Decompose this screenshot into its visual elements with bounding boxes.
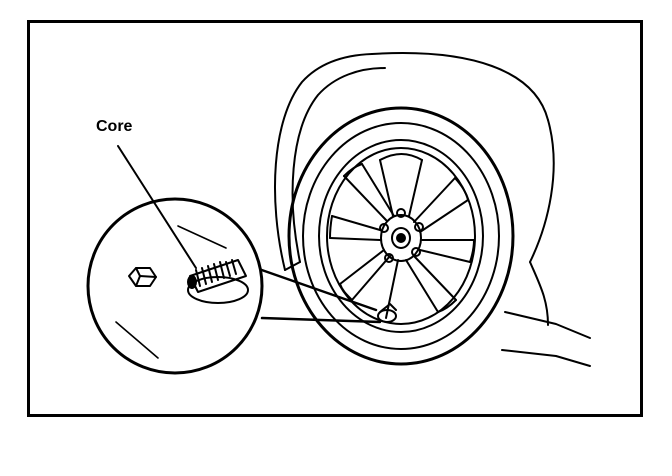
wheel-rim (318, 139, 484, 333)
wheel-hub (379, 208, 424, 263)
tire (287, 106, 515, 366)
magnifier-leader (254, 266, 382, 324)
magnified-detail-circle (86, 197, 264, 375)
valve-cap (128, 267, 157, 287)
rocker-panel (501, 311, 591, 367)
fender-arch (274, 52, 555, 326)
valve-stem (377, 303, 397, 323)
core-label: Core (96, 118, 133, 135)
core-leader-line (117, 145, 197, 269)
wheel-spokes (329, 153, 475, 319)
valve-core (187, 259, 249, 304)
